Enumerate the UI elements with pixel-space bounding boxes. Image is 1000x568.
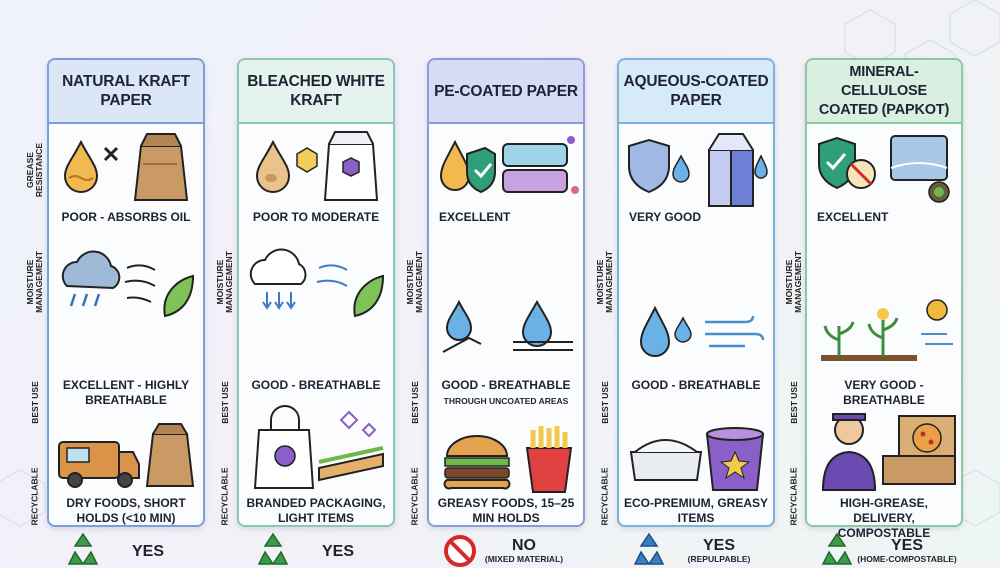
row-label-best-use: BEST USE (599, 380, 610, 424)
row-label-moisture: MOISTURE MANAGEMENT (405, 251, 425, 313)
cloud-arrows-leaf-icon (249, 248, 385, 318)
water-drop-barrier-icon (442, 299, 573, 353)
grease-resistance-text: POOR TO MODERATE (252, 210, 380, 224)
column-natural-kraft: NATURAL KRAFT PAPER POOR - ABSORBS OIL E… (47, 58, 205, 565)
moisture-subtext: THROUGH UNCOATED AREAS (443, 396, 569, 406)
grease-resistance-text: EXCELLENT (817, 210, 889, 224)
recyclable-value: YES (702, 537, 735, 554)
recyclable-text: YES (113, 544, 183, 560)
food-truck-bag-icon (58, 423, 195, 488)
row-label-best-use: BEST USE (219, 380, 230, 424)
column-title: MINERAL-CELLULOSE COATED (PAPKOT) (807, 60, 961, 124)
row-label-recyclable: RECYCLABLE (599, 466, 610, 526)
best-use-text: HIGH-GREASE, DELIVERY, COMPOSTABLE (837, 496, 931, 540)
row-label-moisture: MOISTURE MANAGEMENT (595, 251, 615, 313)
moisture-main: GOOD - BREATHABLE (441, 378, 571, 392)
coated-containers-icon (502, 136, 579, 194)
clamshell-bowl-icon (629, 427, 765, 491)
oil-drop-stain-icon (255, 139, 318, 193)
recyclable-subtext: (MIXED MATERIAL) (484, 554, 564, 564)
row-label-recyclable: RECYCLABLE (409, 466, 420, 526)
row-label-best-use: BEST USE (788, 380, 799, 424)
recyclable-value: YES (321, 543, 354, 560)
water-drop-wind-icon (639, 305, 765, 357)
row-label-moisture: MOISTURE MANAGEMENT (25, 251, 45, 313)
grease-resistance-text: EXCELLENT (439, 210, 511, 224)
row-label-recyclable: RECYCLABLE (29, 466, 40, 526)
moisture-management-text: EXCELLENT - HIGHLY BREATHABLE (62, 378, 190, 407)
moisture-management-text: VERY GOOD - BREATHABLE (843, 378, 925, 407)
best-use-text: BRANDED PACKAGING, LIGHT ITEMS (246, 496, 386, 525)
row-label-recyclable: RECYCLABLE (219, 466, 230, 526)
recyclable-text: YES (303, 544, 373, 560)
grease-resistance-text: VERY GOOD (629, 210, 702, 224)
column-title: PE-COATED PAPER (429, 60, 583, 124)
recyclable-subtext: (REPULPABLE) (687, 554, 751, 564)
white-bag-icon (323, 131, 379, 201)
shield-check-drop-icon (439, 139, 496, 194)
column-mineral-cellulose: MINERAL-CELLULOSE COATED (PAPKOT) EXCELL… (805, 58, 963, 565)
paper-bag-icon (133, 133, 189, 201)
row-label-best-use: BEST USE (409, 380, 420, 424)
column-title: NATURAL KRAFT PAPER (49, 60, 203, 124)
oil-drop-x-icon (63, 139, 119, 193)
plants-sun-icon (821, 299, 953, 361)
shield-drops-icon (628, 138, 690, 194)
recyclable-text: YES (REPULPABLE) (671, 538, 767, 565)
row-label-moisture: MOISTURE MANAGEMENT (784, 251, 804, 313)
row-label-recyclable: RECYCLABLE (788, 466, 799, 526)
recyclable-value: NO (512, 537, 536, 554)
recyclable-subtext: (HOME-COMPOSTABLE) (857, 554, 957, 564)
column-title: BLEACHED WHITE KRAFT (239, 60, 393, 124)
coated-surface-icon (890, 135, 950, 203)
burger-fries-icon (443, 426, 573, 493)
recyclable-text: NO (MIXED MATERIAL) (469, 538, 579, 565)
shield-no-oil-icon (818, 136, 876, 190)
moisture-management-text: GOOD - BREATHABLE (631, 378, 761, 392)
column-pe-coated: PE-COATED PAPER EXCELLENT GOOD - BREATHA… (427, 58, 585, 567)
best-use-text: ECO-PREMIUM, GREASY ITEMS (623, 496, 768, 525)
recycle-icon (633, 532, 665, 565)
recyclable-value: YES (131, 543, 164, 560)
column-bleached-white-kraft: BLEACHED WHITE KRAFT POOR TO MODERATE GO… (237, 58, 395, 565)
row-label-best-use: BEST USE (29, 380, 40, 424)
shopping-bag-sandwich-icon (253, 405, 384, 489)
moisture-management-text: GOOD - BREATHABLE THROUGH UNCOATED AREAS (433, 378, 579, 409)
best-use-text: GREASY FOODS, 15–25 MIN HOLDS (437, 496, 575, 525)
column-aqueous-coated: AQUEOUS-COATED PAPER VERY GOOD GOOD - BR… (617, 58, 775, 565)
recyclable-value: YES (890, 537, 923, 554)
milk-carton-icon (708, 133, 768, 207)
rain-cloud-wind-leaf-icon (61, 250, 195, 318)
recycle-icon (821, 532, 853, 565)
recycle-icon (67, 532, 99, 565)
row-label-moisture: MOISTURE MANAGEMENT (215, 251, 235, 313)
recycle-icon (257, 532, 289, 565)
row-label-grease: GREASE RESISTANCE (25, 142, 44, 198)
moisture-management-text: GOOD - BREATHABLE (251, 378, 381, 392)
recyclable-text: YES (HOME-COMPOSTABLE) (855, 538, 959, 565)
column-title: AQUEOUS-COATED PAPER (619, 60, 773, 124)
best-use-text: DRY FOODS, SHORT HOLDS (<10 MIN) (66, 496, 186, 525)
grease-resistance-text: POOR - ABSORBS OIL (61, 210, 191, 224)
delivery-person-pizza-icon (821, 413, 956, 491)
